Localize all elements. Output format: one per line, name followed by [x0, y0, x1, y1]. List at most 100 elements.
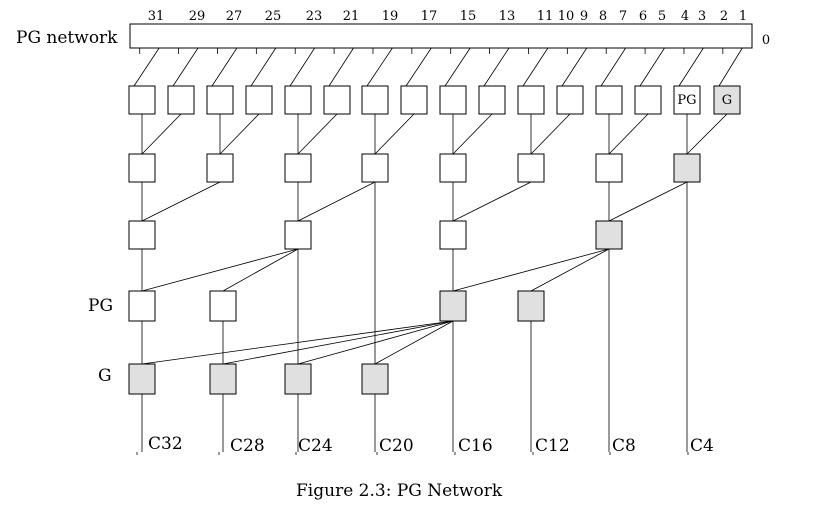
row1-to-row2-wire [219, 113, 260, 155]
row1-to-row2-wire [297, 113, 338, 155]
g-row-box [361, 363, 389, 395]
g-row-label: G [98, 366, 112, 386]
bit-label-1: 1 [739, 9, 747, 24]
bit-label-10: 10 [558, 9, 575, 24]
g-fan-wire [222, 320, 454, 365]
pg-row-box [128, 290, 156, 322]
row1-to-row2-wire [686, 113, 728, 155]
g-row-box [209, 363, 237, 395]
pg-row-box [209, 290, 237, 322]
bit-label-7: 7 [619, 9, 627, 24]
bit-label-31: 31 [148, 9, 165, 24]
row2-box [439, 153, 467, 183]
carry-output-c8: C8 [612, 436, 636, 456]
row1-box [167, 85, 195, 115]
fan-wire [452, 248, 610, 292]
row2-box [128, 153, 156, 183]
row1-box [361, 85, 389, 115]
bit-label-21: 21 [343, 9, 360, 24]
bit-label-29: 29 [189, 9, 206, 24]
bit-label-0: 0 [762, 33, 770, 48]
carry-output-c20: C20 [379, 436, 414, 456]
register-to-pg-wire [561, 47, 588, 87]
register-to-pg-wire [172, 47, 199, 87]
g-row-box [128, 363, 156, 395]
fan-wire [530, 248, 610, 292]
bit-label-5: 5 [658, 9, 666, 24]
row1-box [517, 85, 545, 115]
row2-box [673, 153, 701, 183]
carry-output-c24: C24 [298, 436, 333, 456]
register-to-pg-wire [718, 47, 743, 87]
carry-output-c32: C32 [148, 434, 183, 454]
row1-box [556, 85, 584, 115]
bit-label-25: 25 [265, 9, 282, 24]
register-to-pg-wire [289, 47, 315, 87]
bit-label-15: 15 [460, 9, 477, 24]
carry-output-c16: C16 [458, 436, 493, 456]
register-to-pg-wire [328, 47, 354, 87]
figure-caption: Figure 2.3: PG Network [296, 481, 503, 501]
row1-box [478, 85, 506, 115]
bit-label-2: 2 [720, 9, 728, 24]
row1-box [400, 85, 428, 115]
pg-small-box [673, 85, 701, 115]
bit-label-19: 19 [382, 9, 399, 24]
bit-label-9: 9 [580, 9, 588, 24]
row2-box [595, 153, 623, 183]
row2-to-row3-wire [608, 181, 688, 222]
pg-network-label: PG network [16, 28, 118, 48]
register-to-pg-wire [600, 47, 626, 87]
pg-row-box [517, 290, 545, 322]
carry-output-c12: C12 [535, 436, 570, 456]
register-to-pg-wire [483, 47, 510, 87]
row1-box [323, 85, 351, 115]
row2-to-row3-wire [297, 181, 376, 222]
g-fan-wire [374, 320, 454, 365]
row1-box [284, 85, 312, 115]
fan-wire [141, 248, 299, 292]
register-to-pg-wire [639, 47, 665, 87]
row1-box [128, 85, 156, 115]
texts: PG network PG G Figure 2.3: PG Network 3… [16, 9, 770, 501]
bit-label-27: 27 [226, 9, 243, 24]
row1-to-row2-wire [608, 113, 649, 155]
row3-box [128, 220, 156, 250]
register-to-pg-wire [405, 47, 432, 87]
row1-to-row2-wire [374, 113, 415, 155]
row1-box [634, 85, 662, 115]
g-small-box [713, 85, 741, 115]
row1-box [245, 85, 273, 115]
row2-to-row3-wire [452, 181, 532, 222]
register-to-pg-wire [678, 47, 704, 87]
bit-label-8: 8 [599, 9, 607, 24]
row1-to-row2-wire [141, 113, 182, 155]
row1-box [206, 85, 234, 115]
row2-box [361, 153, 389, 183]
g-fan-wire [141, 320, 454, 365]
register-to-pg-wire [444, 47, 471, 87]
row1-to-row2-wire [452, 113, 493, 155]
register-to-pg-wire [211, 47, 238, 87]
pg-input-register [129, 23, 753, 49]
register-to-pg-wire [250, 47, 277, 87]
bit-label-6: 6 [639, 9, 647, 24]
row1-to-row2-wire [530, 113, 571, 155]
small-box-pg-label: PG [677, 93, 696, 108]
row2-to-row3-wire [141, 181, 221, 222]
carry-output-c28: C28 [230, 436, 265, 456]
g-row-box [284, 363, 312, 395]
register-to-pg-wire [522, 47, 549, 87]
register-to-pg-wire [133, 47, 160, 87]
carry-output-c4: C4 [690, 436, 714, 456]
row3-box [284, 220, 312, 250]
pg-row-box [439, 290, 467, 322]
row2-box [206, 153, 234, 183]
bit-label-11: 11 [537, 9, 554, 24]
row1-box [595, 85, 623, 115]
g-fan-wire [297, 320, 454, 365]
row2-box [284, 153, 312, 183]
bit-label-4: 4 [681, 9, 689, 24]
